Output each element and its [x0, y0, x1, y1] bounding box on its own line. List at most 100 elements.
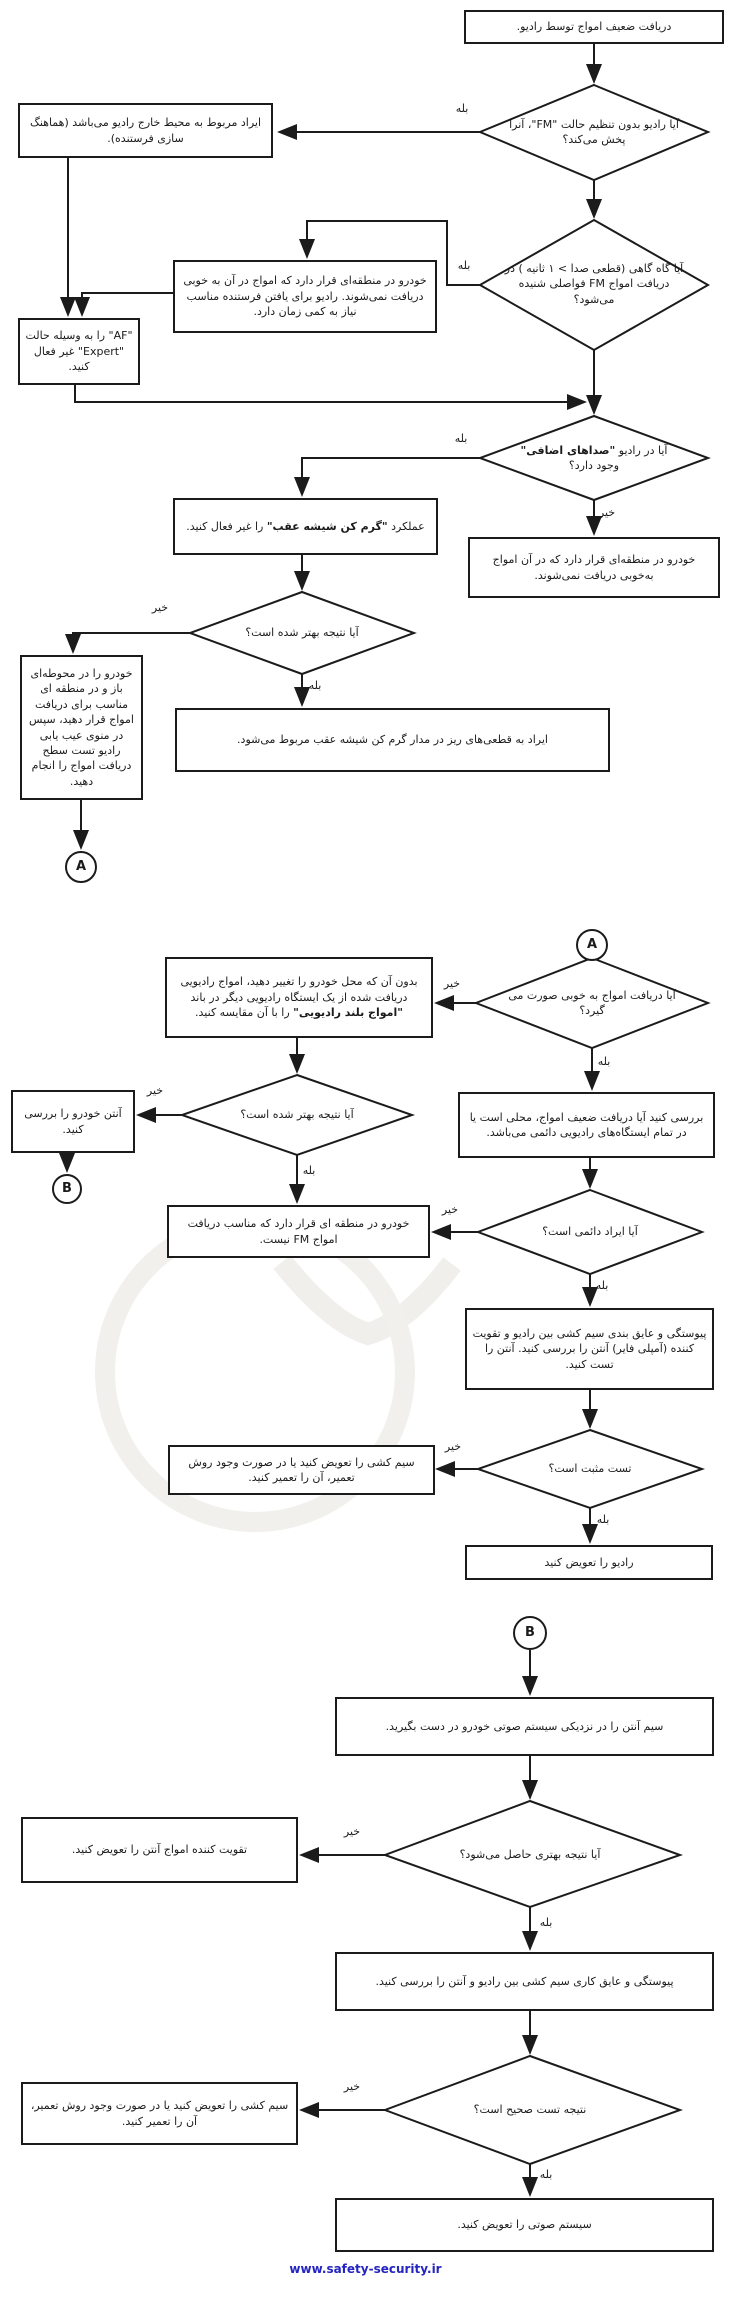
box-check-wiring-amplifier-text: پیوستگی و عایق بندی سیم کشی بین رادیو و … — [472, 1326, 707, 1371]
connector-a-out-label: A — [75, 858, 87, 874]
box-replace-audio-system-text: سیستم صوتی را تعویض کنید. — [457, 2218, 592, 2232]
diamond-d3-shape — [477, 414, 711, 502]
edge-label-no-d10: خیر — [343, 2080, 361, 2093]
decision-better-result-text: آیا نتیجه بهتری حاصل می‌شود؟ — [459, 1848, 601, 1862]
box-disable-af-expert: "AF" را به وسیله حالت "Expert" غیر فعال … — [18, 318, 140, 385]
edge-label-no-d8: خیر — [444, 1440, 462, 1453]
edge-label-yes-d7: بله — [302, 1164, 316, 1177]
decision-better-result: آیا نتیجه بهتری حاصل می‌شود؟ — [430, 1838, 630, 1872]
box-check-all-stations-text: بررسی کنید آیا دریافت ضعیف امواج، محلی ا… — [469, 1110, 704, 1139]
decision-intermittent-fm-text: آیا گاه گاهی (قطعی صدا > ۱ ثانیه ) در در… — [504, 261, 684, 306]
box-hold-antenna-cable: سیم آنتن را در نزدیکی سیستم صوتی خودرو د… — [335, 1697, 714, 1756]
edge-label-yes-d5: بله — [597, 1055, 611, 1068]
diamond-d5-shape — [473, 956, 711, 1050]
diamond-d6-shape — [475, 1188, 705, 1276]
decision-test-positive: تست مثبت است؟ — [500, 1452, 680, 1486]
decision-result-improved-1: آیا نتیجه بهتر شده است؟ — [212, 616, 392, 650]
box-disable-af-expert-text: "AF" را به وسیله حالت "Expert" غیر فعال … — [25, 329, 133, 374]
decision-fm-mode-text: آیا رادیو بدون تنظیم حالت "FM"، آنرا پخش… — [509, 117, 679, 146]
decision-intermittent-fm: آیا گاه گاهی (قطعی صدا > ۱ ثانیه ) در در… — [504, 236, 684, 332]
edge-label-yes-d4: بله — [308, 679, 322, 692]
box-inspect-antenna-text: آنتن خودرو را بررسی کنید. — [24, 1107, 122, 1136]
box-poor-reception-region: خودرو در منطقه‌ای قرار دارد که در آن امو… — [468, 537, 720, 598]
edge-label-no-d4: خیر — [151, 601, 169, 614]
decision-test-positive-text: تست مثبت است؟ — [548, 1462, 632, 1476]
box-disable-defroster-bold: "گرم کن شیشه عقب" — [266, 519, 388, 533]
box-replace-or-repair-wiring-2-text: سیم کشی را تعویض کنید یا در صورت وجود رو… — [30, 2099, 289, 2128]
box-defroster-circuit-fault: ایراد به قطعی‌های ریز در مدار گرم کن شیش… — [175, 708, 610, 772]
edge-label-yes-d2: بله — [457, 259, 471, 272]
decision-fault-permanent-text: آیا ایراد دائمی است؟ — [542, 1225, 638, 1239]
connector-b-out: B — [52, 1174, 82, 1204]
edge-label-yes-d3: بله — [454, 432, 468, 445]
footer-site-link[interactable]: www.safety-security.ir — [289, 2262, 442, 2276]
start-box-text: دریافت ضعیف امواج توسط رادیو. — [516, 20, 672, 34]
box-replace-radio-text: رادیو را تعویض کنید — [544, 1555, 634, 1569]
box-replace-audio-system: سیستم صوتی را تعویض کنید. — [335, 2198, 714, 2252]
edge-d4-no-openarea — [65, 632, 190, 654]
box-disable-defroster-text: عملکرد — [391, 519, 425, 533]
box-replace-or-repair-wiring-1: سیم کشی را تعویض کنید یا در صورت وجود رو… — [168, 1445, 435, 1495]
decision-fault-permanent: آیا ایراد دائمی است؟ — [500, 1215, 680, 1249]
box-disable-defroster: عملکرد "گرم کن شیشه عقب" را غیر فعال کنی… — [173, 498, 438, 555]
box-defroster-circuit-fault-text: ایراد به قطعی‌های ریز در مدار گرم کن شیش… — [237, 733, 548, 747]
box-weak-region-wait: خودرو در منطقه‌ای قرار دارد که امواج در … — [173, 260, 437, 333]
box-hold-antenna-cable-text: سیم آنتن را در نزدیکی سیستم صوتی خودرو د… — [385, 1719, 664, 1733]
decision-good-reception: آیا دریافت امواج به خوبی صورت می گیرد؟ — [502, 980, 682, 1026]
connector-a-out: A — [65, 851, 97, 883]
box-external-environment: ایراد مربوط به محیط خارج رادیو می‌باشد (… — [18, 103, 273, 158]
box-check-wiring-antenna-text: پیوستگی و عایق کاری سیم کشی بین رادیو و … — [375, 1974, 674, 1988]
box-replace-or-repair-wiring-1-text: سیم کشی را تعویض کنید یا در صورت وجود رو… — [188, 1455, 415, 1484]
connector-a-in: A — [576, 929, 608, 961]
decision-extra-noises-tail: وجود دارد؟ — [568, 459, 620, 472]
decision-extra-noises-text: آیا در رادیو — [618, 443, 668, 457]
connector-a-in-label: A — [586, 936, 598, 952]
connector-b-out-label: B — [62, 1180, 72, 1196]
decision-extra-noises: آیا در رادیو "صداهای اضافی" وجود دارد؟ — [509, 422, 679, 494]
box-disable-defroster-tail: را غیر فعال کنید. — [186, 519, 264, 533]
decision-fm-mode: آیا رادیو بدون تنظیم حالت "FM"، آنرا پخش… — [504, 98, 684, 166]
diamond-d9-shape — [382, 1799, 684, 1909]
box-replace-antenna-amplifier-text: تقویت کننده امواج آنتن را تعویض کنید. — [71, 1843, 248, 1857]
box-unsuitable-fm-region: خودرو در منطقه ای قرار دارد که مناسب دری… — [167, 1205, 430, 1258]
edge-label-yes-d10: بله — [539, 2168, 553, 2181]
decision-test-correct-text: نتیجه تست صحیح است؟ — [473, 2103, 587, 2117]
decision-result-improved-2: آیا نتیجه بهتر شده است؟ — [207, 1098, 387, 1132]
box-weak-region-wait-text: خودرو در منطقه‌ای قرار دارد که امواج در … — [183, 274, 427, 319]
decision-result-improved-2-text: آیا نتیجه بهتر شده است؟ — [240, 1108, 354, 1122]
diamond-d4-shape — [187, 590, 417, 676]
box-compare-lw-station-text: بدون آن که محل خودرو را تغییر دهید، اموا… — [180, 975, 418, 1004]
edge-label-no-d3: خیر — [598, 506, 616, 519]
decision-extra-noises-bold: "صداهای اضافی" — [520, 443, 616, 457]
edge-label-yes-d8: بله — [596, 1513, 610, 1526]
box-external-environment-text: ایراد مربوط به محیط خارج رادیو می‌باشد (… — [29, 116, 262, 145]
diamond-d10-shape — [382, 2054, 683, 2166]
edge-label-yes-d1: بله — [455, 102, 469, 115]
diamond-d8-shape — [474, 1428, 706, 1510]
box-open-area-test-text: خودرو را در محوطه‌ای باز و در منطقه ای م… — [29, 666, 134, 788]
box-inspect-antenna: آنتن خودرو را بررسی کنید. — [11, 1090, 135, 1153]
decision-test-correct: نتیجه تست صحیح است؟ — [430, 2093, 630, 2127]
box-replace-or-repair-wiring-2: سیم کشی را تعویض کنید یا در صورت وجود رو… — [21, 2082, 298, 2145]
decision-result-improved-1-text: آیا نتیجه بهتر شده است؟ — [245, 626, 359, 640]
diamond-d2-shape — [477, 218, 711, 352]
box-replace-radio: رادیو را تعویض کنید — [465, 1545, 713, 1580]
diamond-d7-shape — [178, 1073, 416, 1157]
edge-af-main — [74, 385, 587, 410]
edge-region-af — [74, 292, 173, 317]
edge-d2-yes-region — [299, 220, 482, 286]
edge-label-no-d9: خیر — [343, 1825, 361, 1838]
edge-label-yes-d9: بله — [539, 1916, 553, 1929]
box-poor-reception-region-text: خودرو در منطقه‌ای قرار دارد که در آن امو… — [492, 553, 696, 582]
decision-good-reception-text: آیا دریافت امواج به خوبی صورت می گیرد؟ — [508, 988, 676, 1017]
box-check-wiring-amplifier: پیوستگی و عایق بندی سیم کشی بین رادیو و … — [465, 1308, 714, 1390]
edge-label-no-d6: خیر — [441, 1203, 459, 1216]
box-compare-lw-station: بدون آن که محل خودرو را تغییر دهید، اموا… — [165, 957, 433, 1038]
edge-label-no-d7: خیر — [146, 1084, 164, 1097]
box-unsuitable-fm-region-text: خودرو در منطقه ای قرار دارد که مناسب دری… — [187, 1217, 410, 1246]
box-replace-antenna-amplifier: تقویت کننده امواج آنتن را تعویض کنید. — [21, 1817, 298, 1883]
connector-b-in-label: B — [525, 1624, 535, 1640]
diamond-d1-shape — [477, 83, 711, 182]
